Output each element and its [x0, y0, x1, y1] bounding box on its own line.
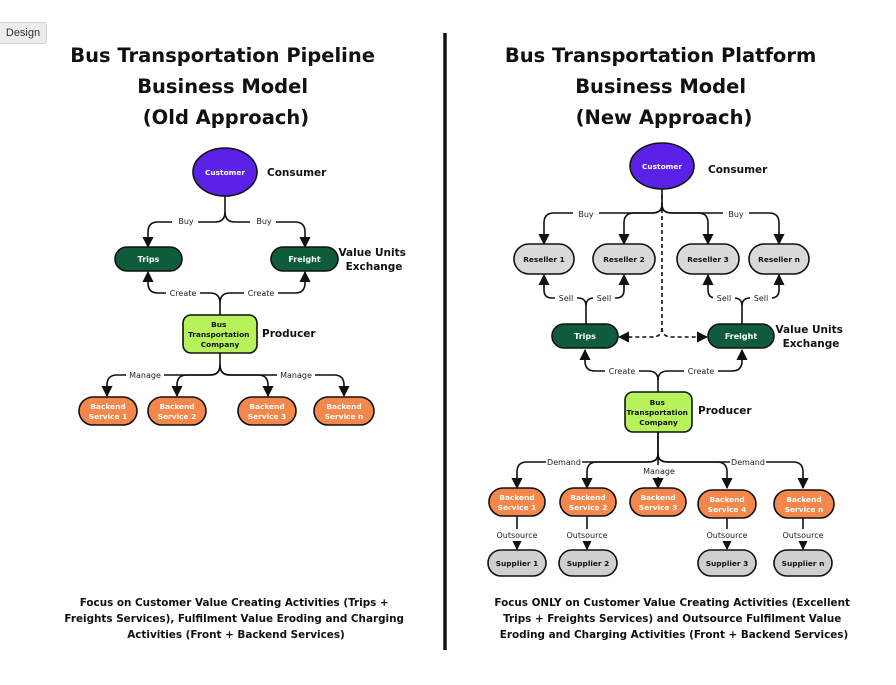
right-consumer-label: Consumer: [708, 164, 768, 176]
svg-text:Reseller n: Reseller n: [758, 255, 800, 264]
svg-text:Supplier n: Supplier n: [782, 559, 825, 568]
right-reseller-1: Reseller 1: [513, 243, 575, 275]
left-producer-node: Bus Transportation Company: [182, 314, 258, 354]
right-trips-node: Trips: [551, 323, 619, 349]
edge-label-manage: Manage: [280, 371, 312, 380]
right-value-units-label: Value Units Exchange: [775, 324, 846, 350]
edge-label-buy: Buy: [178, 217, 194, 226]
left-freight-node: Freight: [270, 246, 339, 272]
edge-label-outsource: Outsource: [496, 531, 537, 540]
edge-label-demand: Demand: [547, 458, 581, 467]
svg-text:Trips: Trips: [138, 255, 160, 264]
right-title: Bus Transportation Platform Business Mod…: [505, 44, 823, 129]
left-customer-node: Customer: [192, 147, 258, 197]
edge-label-manage: Manage: [643, 467, 675, 476]
right-edge-labels: Buy Buy Sell Sell Sell Sell Create Creat…: [496, 208, 824, 541]
right-producer-label: Producer: [698, 405, 752, 417]
right-producer-node: Bus Transportation Company: [624, 391, 693, 433]
right-supplier-1: Supplier 1: [487, 549, 547, 577]
edge-label-outsource: Outsource: [566, 531, 607, 540]
edge-label-manage: Manage: [129, 371, 161, 380]
edge-label-buy: Buy: [256, 217, 272, 226]
svg-text:Trips: Trips: [574, 332, 596, 341]
edge-label-outsource: Outsource: [706, 531, 747, 540]
edge-label-sell: Sell: [597, 294, 611, 303]
design-tab[interactable]: Design: [0, 22, 47, 44]
svg-text:Bus Transportation: Bus Transportation Company: [626, 398, 690, 427]
left-title: Bus Transportation Pipeline Business Mod…: [70, 44, 382, 129]
right-reseller-n: Reseller n: [748, 243, 810, 275]
edge-label-sell: Sell: [717, 294, 731, 303]
svg-text:Bus Transportation: Bus Transportation Company: [188, 320, 252, 349]
right-reseller-2: Reseller 2: [592, 243, 656, 275]
left-connectors: [101, 196, 350, 398]
left-value-units-label: Value Units Exchange: [338, 247, 409, 273]
svg-text:Supplier 2: Supplier 2: [567, 559, 610, 568]
left-edge-labels: Buy Buy Create Create Manage Manage: [126, 215, 315, 381]
left-footer: Focus on Customer Value Creating Activit…: [64, 597, 407, 641]
edge-label-create: Create: [248, 289, 275, 298]
svg-text:Supplier 3: Supplier 3: [706, 559, 749, 568]
svg-text:Customer: Customer: [205, 168, 245, 177]
right-reseller-3: Reseller 3: [676, 243, 740, 275]
edge-label-sell: Sell: [559, 294, 573, 303]
right-supplier-3: Supplier 3: [697, 549, 757, 577]
left-producer-label: Producer: [262, 328, 316, 340]
left-trips-node: Trips: [114, 246, 183, 272]
svg-text:Freight: Freight: [288, 255, 320, 264]
svg-text:Reseller 3: Reseller 3: [687, 255, 729, 264]
edge-label-buy: Buy: [578, 210, 594, 219]
svg-text:Freight: Freight: [725, 332, 757, 341]
edge-label-buy: Buy: [728, 210, 744, 219]
right-customer-node: Customer: [629, 142, 695, 190]
svg-text:Reseller 2: Reseller 2: [603, 255, 645, 264]
edge-label-create: Create: [170, 289, 197, 298]
edge-label-create: Create: [688, 367, 715, 376]
right-supplier-2: Supplier 2: [558, 549, 618, 577]
right-footer: Focus ONLY on Customer Value Creating Ac…: [494, 597, 853, 641]
svg-text:Customer: Customer: [642, 162, 682, 171]
right-connectors: [511, 188, 809, 551]
svg-text:Reseller 1: Reseller 1: [523, 255, 565, 264]
left-consumer-label: Consumer: [267, 167, 327, 179]
edge-label-sell: Sell: [754, 294, 768, 303]
right-supplier-n: Supplier n: [773, 549, 833, 577]
edge-label-create: Create: [609, 367, 636, 376]
edge-label-outsource: Outsource: [782, 531, 823, 540]
edge-label-demand: Demand: [731, 458, 765, 467]
svg-text:Supplier 1: Supplier 1: [496, 559, 539, 568]
right-freight-node: Freight: [707, 323, 775, 349]
